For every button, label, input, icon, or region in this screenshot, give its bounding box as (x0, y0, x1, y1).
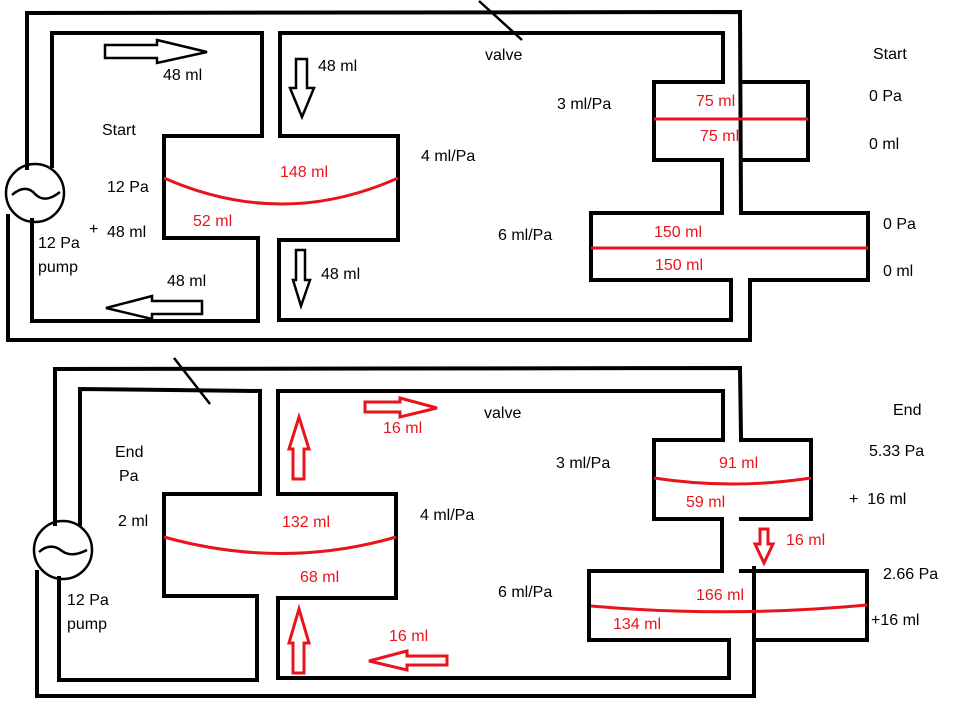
chamber-c-compliance: 6 ml/Pa (498, 227, 552, 244)
chamber-c-pressure: 0 Pa (883, 216, 916, 233)
state-label: End (893, 402, 921, 419)
pump-pressure-label: 12 Pa (67, 592, 109, 609)
chamber-c-lower-volume: 134 ml (613, 616, 661, 633)
top-inner-right-wall (277, 31, 733, 322)
flow-label: 48 ml (321, 266, 360, 283)
pressure-label: 12 Pa (107, 179, 149, 196)
chamber-a-lower-volume: 52 ml (193, 213, 232, 230)
chamber-b-volume-change: + 16 ml (849, 491, 906, 508)
volume-label: 48 ml (107, 224, 146, 241)
volume-label: 2 ml (118, 513, 148, 530)
arrow-left-icon (105, 294, 204, 321)
top-circuit: 48 ml Start 12 Pa + 48 ml 12 Pa pump 48 … (4, 0, 916, 342)
pump-pressure-label: 12 Pa (38, 235, 80, 252)
chamber-c-upper-volume: 166 ml (696, 587, 744, 604)
chamber-b-lower-volume: 59 ml (686, 494, 725, 511)
state-label: Start (873, 46, 907, 63)
valve-label: valve (485, 47, 522, 64)
arrow-right-icon (103, 38, 208, 65)
arrow-down-icon (288, 57, 316, 121)
top-chamber-b-right (739, 80, 810, 162)
link-flow-label: 16 ml (786, 532, 825, 549)
arrow-up-icon (286, 411, 312, 481)
top-outer-pipe (6, 9, 752, 342)
chamber-b-lower-volume: 75 ml (700, 128, 739, 145)
chamber-a-upper-volume: 132 ml (282, 514, 330, 531)
valve-icon (478, 0, 523, 41)
chamber-a-upper-volume: 148 ml (280, 164, 328, 181)
bottom-inner-left-wall (57, 386, 262, 682)
valve-label: valve (484, 405, 521, 422)
state-label: Start (102, 122, 136, 139)
chamber-b-compliance: 3 ml/Pa (556, 455, 610, 472)
chamber-c-volume-change: +16 ml (871, 612, 919, 629)
arrow-left-icon (368, 649, 449, 672)
plus-sign: + (89, 221, 98, 238)
bottom-inner-right-wall (276, 389, 731, 680)
pump-icon (32, 519, 94, 581)
chamber-b-pressure: 0 Pa (869, 88, 902, 105)
chamber-b-upper-volume: 75 ml (696, 93, 735, 110)
top-chamber-a-level (163, 176, 399, 206)
chamber-c-pressure: 2.66 Pa (883, 566, 938, 583)
chamber-a-compliance: 4 ml/Pa (421, 148, 475, 165)
arrow-up-icon (286, 603, 312, 675)
chamber-b-pressure: 5.33 Pa (869, 443, 924, 460)
flow-label: 16 ml (383, 420, 422, 437)
flow-label: 48 ml (318, 58, 357, 75)
arrow-right-icon (363, 396, 438, 419)
bottom-circuit: 16 ml 16 ml End Pa 2 ml 12 Pa pump 132 m… (32, 357, 938, 698)
chamber-b-compliance: 3 ml/Pa (557, 96, 611, 113)
chamber-c-volume-change: 0 ml (883, 263, 913, 280)
chamber-a-compliance: 4 ml/Pa (420, 507, 474, 524)
flow-label: 16 ml (389, 628, 428, 645)
bottom-chamber-b-level (653, 476, 812, 486)
pump-name-label: pump (38, 259, 78, 276)
chamber-c-compliance: 6 ml/Pa (498, 584, 552, 601)
chamber-b-volume-change: 0 ml (869, 136, 899, 153)
bottom-chamber-c-level (590, 603, 868, 614)
valve-icon (173, 357, 211, 405)
chamber-b-upper-volume: 91 ml (719, 455, 758, 472)
arrow-down-icon (752, 527, 776, 567)
bottom-outer-pipe (35, 365, 756, 698)
state-label: End (115, 444, 143, 461)
flow-label: 48 ml (163, 67, 202, 84)
top-inner-left-wall (30, 31, 264, 323)
bottom-chamber-a-level (163, 535, 397, 555)
chamber-c-upper-volume: 150 ml (654, 224, 702, 241)
arrow-down-icon (291, 248, 312, 311)
pump-name-label: pump (67, 616, 107, 633)
flow-label: 48 ml (167, 273, 206, 290)
chamber-a-lower-volume: 68 ml (300, 569, 339, 586)
pressure-label: Pa (119, 468, 139, 485)
chamber-c-lower-volume: 150 ml (655, 257, 703, 274)
pump-icon (4, 162, 66, 224)
